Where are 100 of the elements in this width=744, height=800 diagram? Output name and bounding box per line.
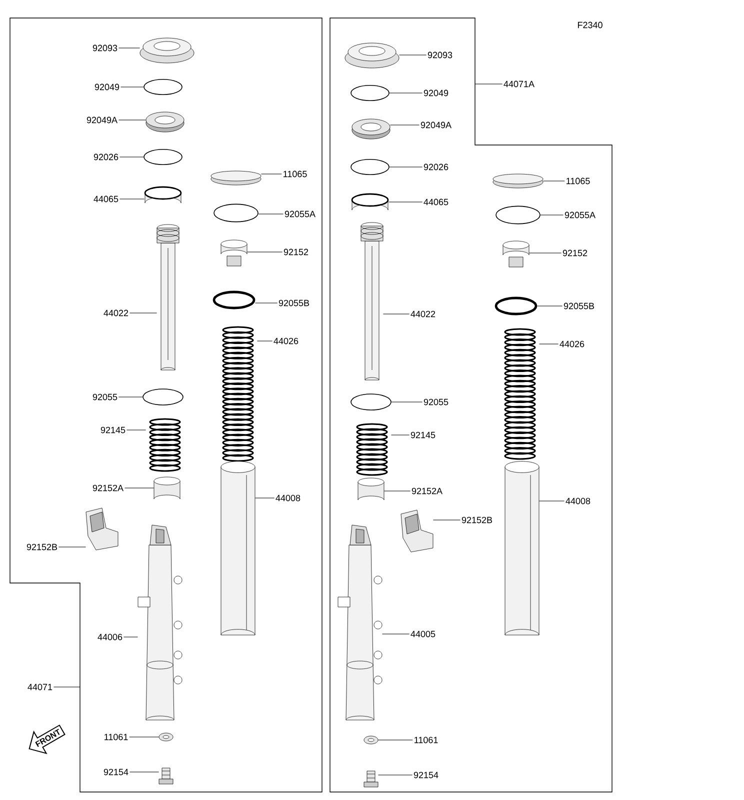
part-number: 92152A [92, 484, 124, 492]
part-number: 92055 [92, 394, 118, 400]
part-number: 92145 [410, 432, 436, 438]
part-number: 92055A [284, 210, 316, 218]
part-number: 44008 [566, 498, 590, 504]
leader-line [538, 500, 565, 502]
part-number: 92093 [92, 44, 118, 52]
part-number: 92049 [424, 90, 448, 96]
outer-tube-drawing [504, 461, 540, 636]
leader-line [53, 686, 80, 688]
part-number: 92152B [462, 516, 492, 524]
leader-line [256, 340, 273, 342]
collar-drawing [351, 193, 389, 210]
o-ring-drawing [142, 388, 184, 406]
spring-drawing [149, 418, 181, 472]
leader-line [129, 736, 160, 738]
part-number: 44005 [410, 630, 436, 638]
leader-line [542, 180, 565, 182]
o-ring-drawing [350, 159, 390, 175]
part-number: 92049 [94, 84, 120, 90]
part-number: 92152 [284, 248, 308, 256]
part-number: 92026 [94, 154, 118, 160]
spring-seat-drawing [358, 478, 384, 500]
figure-code: F2340 [578, 22, 602, 28]
o-ring-drawing [496, 206, 540, 224]
leader-line [389, 92, 423, 94]
part-number: 44065 [424, 198, 448, 206]
o-ring-drawing [350, 85, 390, 101]
leader-line [398, 54, 427, 56]
part-number: 44065 [94, 196, 118, 202]
seal-ring-drawing [212, 290, 256, 310]
part-number: 92049A [86, 116, 118, 124]
part-number: 11065 [566, 178, 590, 184]
bolt-drawing [158, 768, 174, 784]
cap-bolt-drawing [220, 240, 248, 266]
leader-line [528, 252, 562, 254]
collar-drawing [144, 186, 182, 204]
leader-line [58, 546, 86, 548]
part-number: 92055B [564, 302, 594, 310]
part-number: 11065 [284, 170, 307, 178]
bearing-drawing [352, 118, 390, 140]
part-number: 92145 [100, 426, 126, 434]
o-ring-drawing [144, 79, 182, 95]
part-number: 44026 [274, 338, 298, 344]
leader-line [389, 166, 423, 168]
o-ring-drawing [214, 204, 258, 222]
part-number: 11061 [104, 734, 128, 740]
part-number: 44022 [410, 310, 436, 318]
part-number: 92152A [412, 488, 442, 494]
part-number: 44008 [276, 494, 300, 502]
part-number: 92026 [424, 164, 448, 170]
spring-drawing [356, 423, 388, 476]
bracket-drawing [400, 510, 434, 552]
washer-drawing [364, 736, 378, 744]
part-number: 92154 [414, 772, 438, 778]
leader-line [378, 774, 413, 776]
dust-seal-drawing [344, 42, 400, 68]
outer-tube-drawing [220, 461, 256, 636]
spring-drawing [222, 326, 254, 462]
part-number: 92152B [26, 544, 58, 550]
leader-line [119, 156, 144, 158]
part-number: 44006 [98, 634, 122, 640]
seal-ring-drawing [494, 296, 538, 316]
bearing-drawing [146, 112, 184, 132]
leader-line [118, 396, 143, 398]
leader-line [540, 214, 564, 216]
leader-line [123, 636, 138, 638]
o-ring-drawing [144, 149, 182, 165]
part-number: 92093 [428, 52, 452, 58]
dust-seal-drawing [140, 38, 194, 64]
leader-line [384, 490, 411, 492]
inner-tube-drawing [156, 224, 180, 370]
part-number: 44071A [504, 80, 534, 88]
part-number: 44071 [28, 684, 52, 690]
part-number: 92055 [424, 398, 448, 406]
part-number: 92154 [104, 768, 128, 776]
fork-tube-drawing [138, 524, 182, 720]
part-number: 92055A [564, 212, 596, 218]
bolt-drawing [364, 770, 378, 788]
leader-line [119, 198, 145, 200]
spring-seat-drawing [154, 476, 180, 500]
spring-drawing [504, 328, 536, 460]
part-number: 44022 [104, 310, 128, 316]
plug-drawing [210, 170, 262, 186]
fork-tube-drawing [338, 524, 382, 720]
washer-drawing [158, 732, 174, 742]
leader-line [390, 434, 410, 436]
part-number: 92152 [562, 250, 588, 256]
part-number: 44026 [560, 340, 584, 348]
assembly-outline [10, 18, 322, 792]
leader-line [129, 312, 158, 314]
part-number: 92049A [420, 122, 452, 128]
bracket-drawing [86, 508, 118, 550]
part-number: 11061 [414, 736, 438, 744]
assembly-outline [330, 18, 612, 792]
plug-drawing [492, 174, 544, 188]
leader-line [254, 302, 278, 304]
leader-line [120, 86, 144, 88]
inner-tube-drawing [360, 222, 384, 380]
cap-bolt-drawing [502, 240, 530, 268]
